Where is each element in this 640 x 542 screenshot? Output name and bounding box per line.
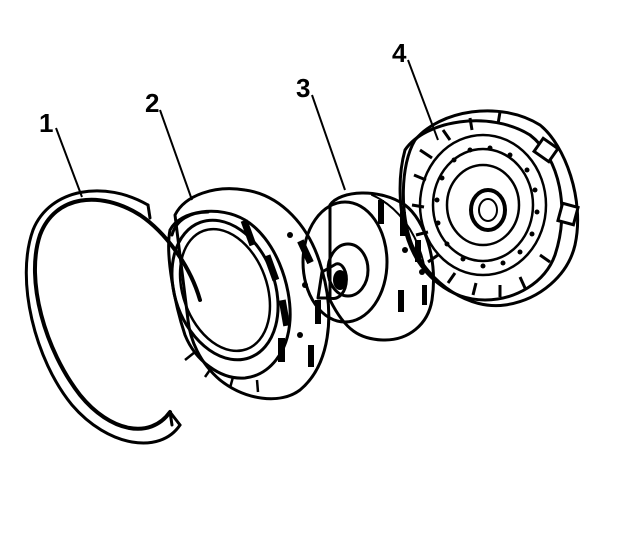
callout-leaders — [55, 59, 439, 201]
part-4-housing — [398, 109, 580, 308]
leader-line-3 — [311, 94, 346, 191]
leader-line-2 — [159, 109, 193, 201]
callout-label-4: 4 — [392, 38, 407, 68]
leader-line-4 — [407, 59, 439, 141]
callout-label-1: 1 — [39, 108, 53, 138]
callout-label-2: 2 — [145, 88, 159, 118]
callout-label-3: 3 — [296, 73, 310, 103]
leader-line-1 — [55, 127, 83, 198]
part-3-carrier — [301, 191, 435, 342]
part-2-ring-gear — [167, 187, 331, 401]
